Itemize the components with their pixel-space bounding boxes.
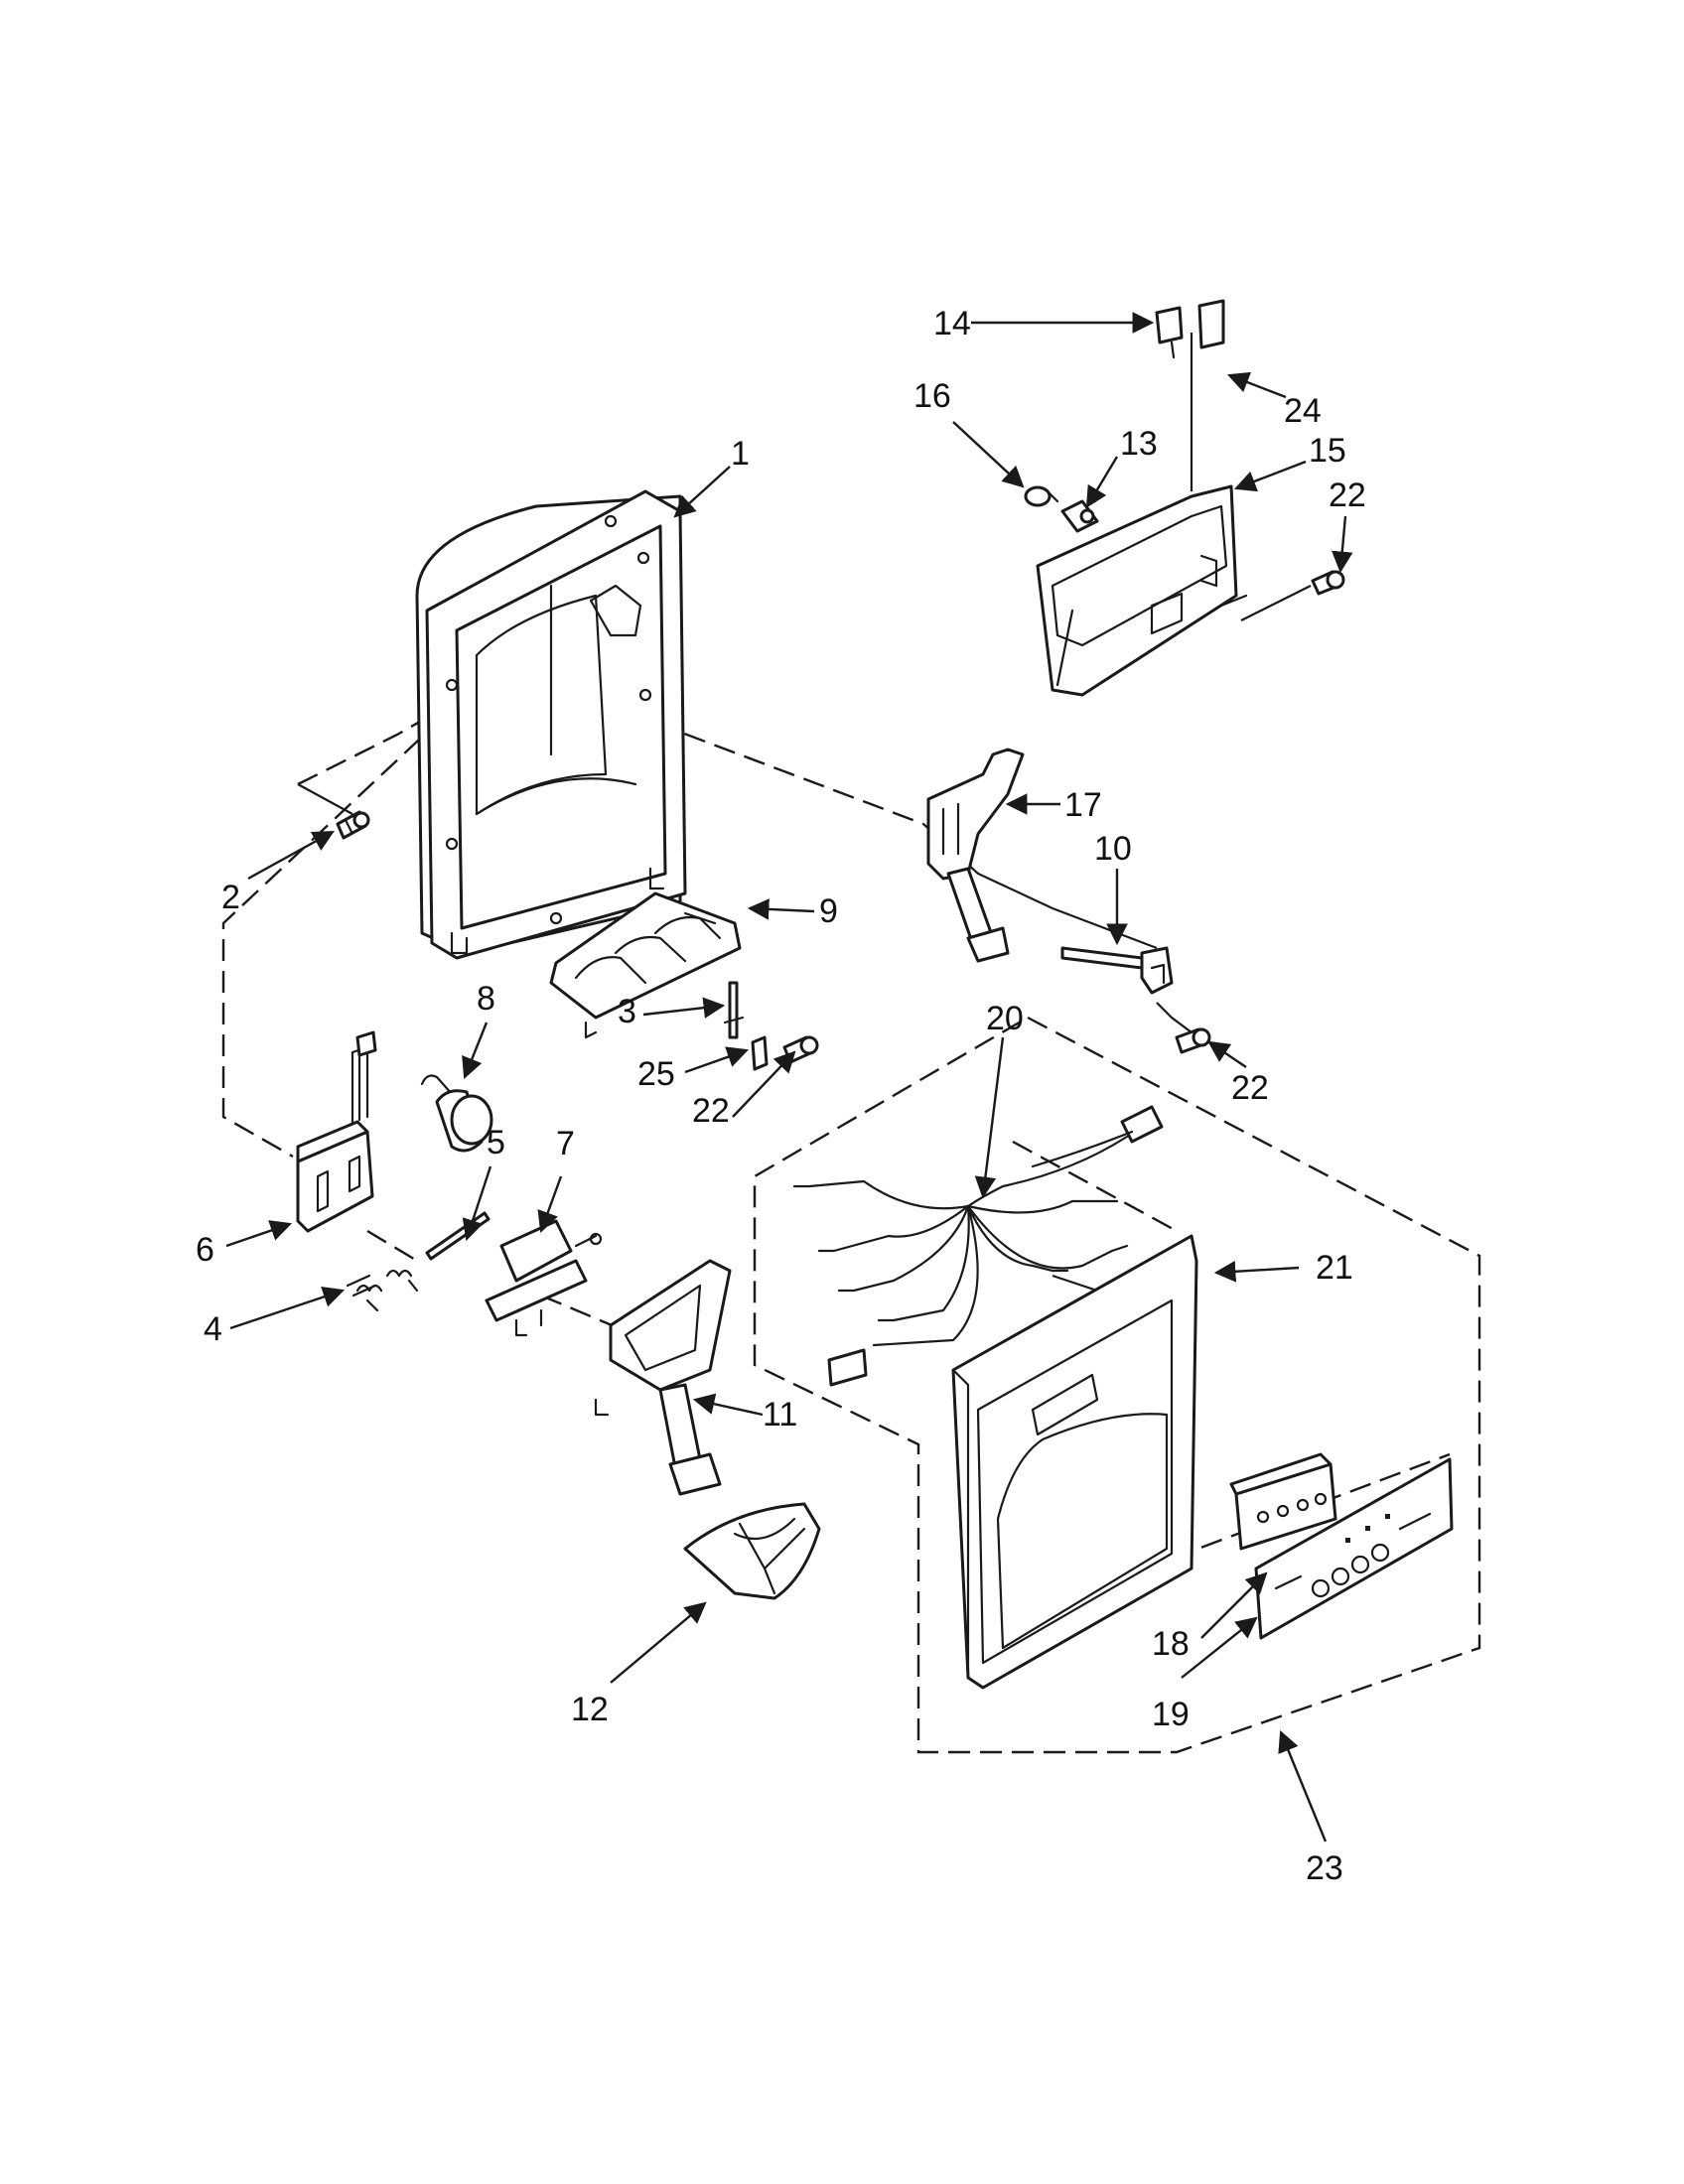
callout-14: 14 [933,305,971,342]
switch-board-part-18 [1229,1452,1337,1551]
spacer-part-25 [751,1035,769,1071]
callout-13: 13 [1120,425,1158,463]
screw-part-22c [1311,570,1345,596]
leader-arrows [225,312,1353,1843]
motor-part-8 [420,1074,493,1153]
callout-25: 25 [637,1055,675,1093]
insulator-part-24 [1197,299,1225,349]
springs-part-4 [346,1269,419,1312]
callout-9: 9 [819,892,838,930]
callout-5: 5 [487,1124,505,1161]
rod-part-10 [1060,946,1174,995]
front-panel-part-21 [951,1234,1198,1690]
callout-7: 7 [556,1125,575,1162]
switch-part-14 [1155,306,1184,359]
callout-10: 10 [1094,830,1132,868]
callout-22-middle: 22 [1231,1069,1269,1107]
rod-part-5 [425,1211,491,1261]
control-board-part-6 [296,1030,377,1233]
overlay-part-19 [1254,1457,1454,1640]
callout-17: 17 [1064,786,1102,824]
callout-22-upper-right: 22 [1329,477,1366,514]
callout-15: 15 [1309,432,1346,470]
callout-16: 16 [913,377,951,415]
callout-18: 18 [1152,1625,1190,1663]
callout-22-lower-left: 22 [692,1092,730,1130]
clip-part-3 [723,981,745,1039]
callout-11: 11 [763,1396,797,1433]
callout-21: 21 [1316,1249,1353,1287]
callout-3: 3 [618,993,636,1030]
actuator-part-11 [594,1259,732,1496]
ice-guide [549,891,742,1039]
bracket-part-17 [926,748,1025,963]
light-housing-part-15 [1036,484,1248,697]
callout-20: 20 [986,1000,1024,1037]
callout-23: 23 [1306,1849,1343,1887]
screw-part-2 [336,810,370,840]
lever-part-7 [485,1219,603,1337]
dispenser-housing [415,489,687,960]
callout-2: 2 [221,879,240,916]
wire-harness-part-20 [792,1105,1164,1387]
callout-19: 19 [1152,1696,1190,1733]
callout-8: 8 [477,980,495,1018]
socket-part-13 [1060,499,1099,533]
screw-part-22b [1175,1027,1211,1054]
bulb-part-16 [1024,485,1059,507]
callout-6: 6 [196,1231,214,1269]
callout-4: 4 [204,1310,222,1348]
callout-1: 1 [731,435,750,473]
chute-cup-part-12 [683,1502,821,1600]
callout-12: 12 [571,1691,609,1728]
callout-labels: 1 2 3 4 5 6 7 8 9 10 11 12 13 14 15 16 1… [196,305,1366,1887]
callout-24: 24 [1284,392,1322,430]
